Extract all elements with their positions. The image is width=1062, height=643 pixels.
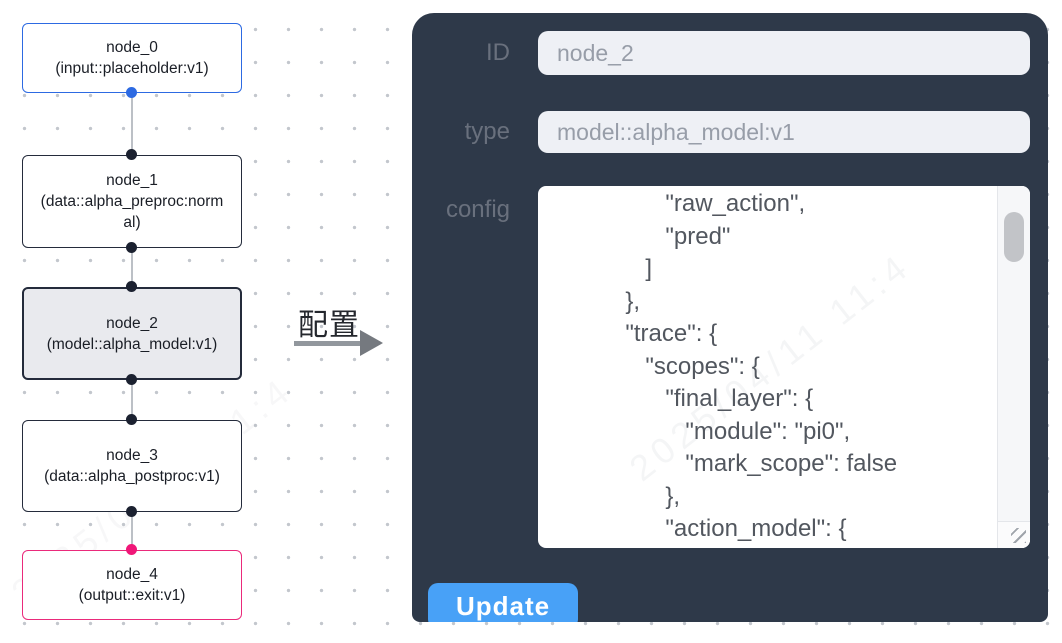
update-button[interactable]: Update <box>428 583 578 622</box>
arrow-head-icon <box>360 330 383 356</box>
node-title: node_4 <box>106 566 158 583</box>
flow-node-node_0[interactable]: node_0 (input::placeholder:v1) <box>22 23 242 93</box>
node-title: node_0 <box>106 39 158 56</box>
node-type-label: (model::alpha_model:v1) <box>46 335 218 353</box>
edge-node2-node3 <box>131 380 133 420</box>
type-input[interactable] <box>538 111 1030 153</box>
id-field-label: ID <box>486 39 510 66</box>
config-field-label: config <box>445 196 510 223</box>
node-type-label: (data::alpha_postproc:v1) <box>44 468 220 485</box>
node-title: node_1 <box>106 172 158 189</box>
flow-node-node_3[interactable]: node_3 (data::alpha_postproc:v1) <box>22 420 242 512</box>
arrow-icon <box>294 341 361 346</box>
textarea-resize-corner[interactable] <box>997 521 1030 548</box>
port-node3-output[interactable] <box>126 506 137 517</box>
config-textarea[interactable]: 2025/04/11 11:4 "raw_action", "pred" ] }… <box>538 186 1030 548</box>
flow-node-node_1[interactable]: node_1 (data::alpha_preproc:normal) <box>22 155 242 248</box>
port-node2-output[interactable] <box>126 374 137 385</box>
node-config-panel: 2025/04/11 11:4 ID type config 2025/04/1… <box>412 13 1048 622</box>
edge-node0-node1 <box>131 93 133 155</box>
port-node2-input[interactable] <box>126 281 137 292</box>
edge-node3-node4 <box>131 512 133 550</box>
port-node0-output[interactable] <box>126 87 137 98</box>
node-title: node_2 <box>106 314 158 332</box>
config-scrollbar[interactable] <box>997 186 1030 548</box>
port-node4-input[interactable] <box>126 544 137 555</box>
config-json-content[interactable]: "raw_action", "pred" ] }, "trace": { "sc… <box>625 190 898 542</box>
type-field-label: type <box>464 118 510 145</box>
port-node1-output[interactable] <box>126 242 137 253</box>
flow-node-node_4[interactable]: node_4 (output::exit:v1) <box>22 550 242 620</box>
port-node3-input[interactable] <box>126 414 137 425</box>
edge-node1-node2 <box>131 248 133 287</box>
node-title: node_3 <box>106 447 158 464</box>
config-scrollbar-thumb[interactable] <box>1004 212 1024 262</box>
node-type-label: (data::alpha_preproc:normal) <box>40 193 224 231</box>
node-type-label: (input::placeholder:v1) <box>55 60 209 77</box>
configure-label: 配置 <box>298 309 360 342</box>
id-input[interactable] <box>538 31 1030 75</box>
port-node1-input[interactable] <box>126 149 137 160</box>
flow-node-node_2-selected[interactable]: node_2 (model::alpha_model:v1) <box>22 287 242 380</box>
resize-grip-icon <box>1011 528 1026 543</box>
node-type-label: (output::exit:v1) <box>78 587 186 604</box>
